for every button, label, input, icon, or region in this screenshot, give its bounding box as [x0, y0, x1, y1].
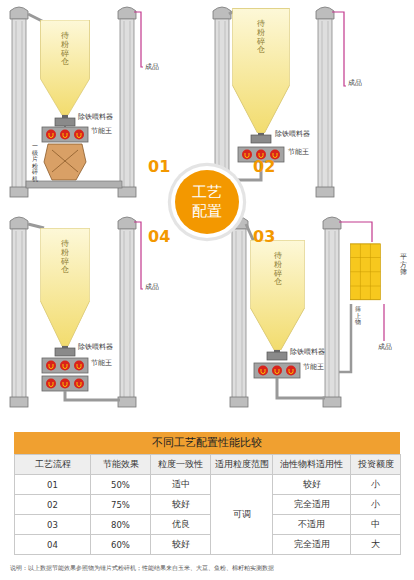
table-cell: 优良 — [151, 515, 211, 535]
product-label: 成品 — [145, 64, 159, 71]
config-number: 04 — [148, 228, 170, 246]
table-cell: 01 — [15, 475, 91, 495]
table-cell: 适中 — [151, 475, 211, 495]
table-cell: 完全适用 — [273, 535, 351, 555]
table-header: 适用粒度范围 — [211, 455, 273, 475]
product-label: 成品 — [348, 80, 362, 87]
table-cell: 03 — [15, 515, 91, 535]
node-label: 工艺 配置 — [189, 183, 225, 221]
product-label: 成品 — [378, 344, 392, 351]
node-label: 待粉碎仓 — [274, 252, 282, 287]
table-cell: 50% — [91, 475, 151, 495]
table-cell: 75% — [91, 495, 151, 515]
comparison-table: 不同工艺配置性能比较工艺流程节能效果粒度一致性适用粒度范围油性物料适用性投资额度… — [14, 432, 400, 555]
table-cell: 大 — [351, 535, 401, 555]
sifter-shape — [350, 242, 392, 304]
machine-label: 节能王 — [91, 360, 112, 367]
table-grid: 工艺流程节能效果粒度一致性适用粒度范围油性物料适用性投资额度 0150%适中可调较… — [14, 454, 401, 555]
table-cell: 较好 — [151, 535, 211, 555]
center-circle: 工艺 配置 — [167, 162, 247, 242]
table-cell: 较好 — [151, 495, 211, 515]
node-label: 待粉碎仓 — [61, 32, 69, 67]
sifter-box: 平方筛 — [350, 242, 408, 304]
silo-bin: 待粉碎仓 — [232, 8, 290, 133]
feeder-label: 除铁喂料器 — [78, 114, 113, 121]
footnote: 说明：以上数据节能效果参照物为锤片式粉碎机；性能结果来自玉米、大豆、鱼粉、棉籽粕… — [10, 564, 274, 573]
feeder-label: 除铁喂料器 — [275, 131, 310, 138]
table-cell: 较好 — [273, 475, 351, 495]
silo-bin: 待粉碎仓 — [250, 240, 305, 350]
table-header: 工艺流程 — [15, 455, 91, 475]
config-number: 02 — [253, 158, 275, 176]
table-cell: 完全适用 — [273, 495, 351, 515]
table-header: 粒度一致性 — [151, 455, 211, 475]
table-cell: 可调 — [211, 475, 273, 555]
table-cell: 中 — [351, 515, 401, 535]
table-cell: 60% — [91, 535, 151, 555]
feeder-label: 除铁喂料器 — [78, 344, 113, 351]
node-label: 待粉碎仓 — [61, 240, 69, 275]
table-header: 油性物料适用性 — [273, 455, 351, 475]
machine-label: 节能王 — [303, 364, 324, 371]
node-label: 平方筛 — [400, 254, 407, 277]
product-label: 成品 — [145, 284, 159, 291]
config-number: 03 — [253, 228, 275, 246]
table-cell: 04 — [15, 535, 91, 555]
machine-label: 节能王 — [288, 149, 309, 156]
table-title: 不同工艺配置性能比较 — [14, 432, 400, 454]
silo-bin: 待粉碎仓 — [40, 20, 90, 115]
tailings-label: 筛上物 — [355, 306, 361, 326]
feeder-label: 除铁喂料器 — [290, 349, 325, 356]
table-cell: 小 — [351, 495, 401, 515]
silo-bin: 待粉碎仓 — [40, 228, 90, 346]
table-cell: 02 — [15, 495, 91, 515]
config-number: 01 — [148, 158, 170, 176]
table-cell: 小 — [351, 475, 401, 495]
node-label: 待粉碎仓 — [257, 20, 265, 55]
machine-label: 节能王 — [91, 128, 112, 135]
table-header: 投资额度 — [351, 455, 401, 475]
mill-label: 一级片粉碎机 — [32, 143, 38, 183]
table-header: 节能效果 — [91, 455, 151, 475]
table-cell: 80% — [91, 515, 151, 535]
table-cell: 不适用 — [273, 515, 351, 535]
